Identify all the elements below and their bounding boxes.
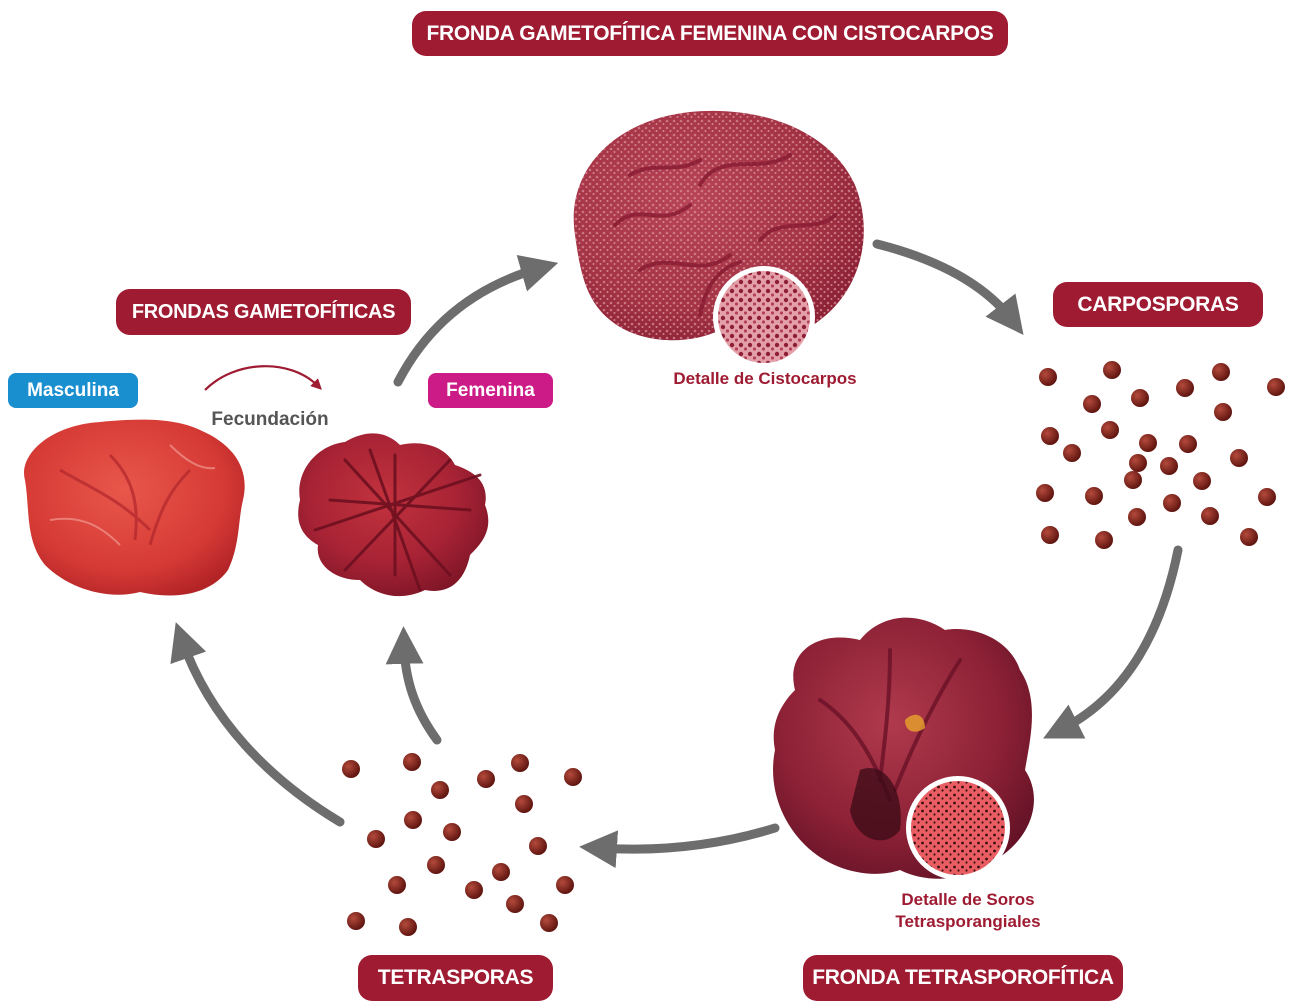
arrow-tetrasporophyte-to-tetraspores	[598, 828, 775, 849]
sori-detail-label-line1: Detalle de Soros	[868, 890, 1068, 910]
arrow-female-to-cystocarp	[398, 268, 540, 382]
arrow-tetraspores-to-male	[182, 640, 340, 822]
gametophytic-fronds-label: FRONDAS GAMETOFÍTICAS	[116, 289, 411, 335]
male-frond	[24, 420, 245, 596]
sori-detail-label-line2: Tetrasporangiales	[868, 912, 1068, 932]
fertilization-arrow	[205, 366, 318, 390]
arrow-cystocarp-to-carpospores	[877, 244, 1012, 320]
top-title-label: FRONDA GAMETOFÍTICA FEMENINA CON CISTOCA…	[412, 11, 1008, 56]
tetrasporophytic-frond-label: FRONDA TETRASPOROFÍTICA	[803, 955, 1123, 1001]
female-frond	[298, 433, 488, 596]
female-tag: Femenina	[428, 373, 553, 408]
male-tag: Masculina	[8, 373, 138, 408]
carpospores-label: CARPOSPORAS	[1053, 282, 1263, 327]
carpospore-cluster	[1036, 361, 1285, 549]
arrow-tetraspores-to-female	[404, 645, 437, 740]
arrow-carpospores-to-tetrasporophyte	[1060, 550, 1178, 730]
tetraspore-cluster	[342, 753, 582, 936]
cystocarp-detail-label: Detalle de Cistocarpos	[660, 369, 870, 389]
cystocarp-detail-icon	[713, 266, 815, 368]
tetraspores-label: TETRASPORAS	[358, 955, 553, 1001]
fertilization-label: Fecundación	[200, 408, 340, 432]
sori-detail-icon	[906, 776, 1010, 880]
